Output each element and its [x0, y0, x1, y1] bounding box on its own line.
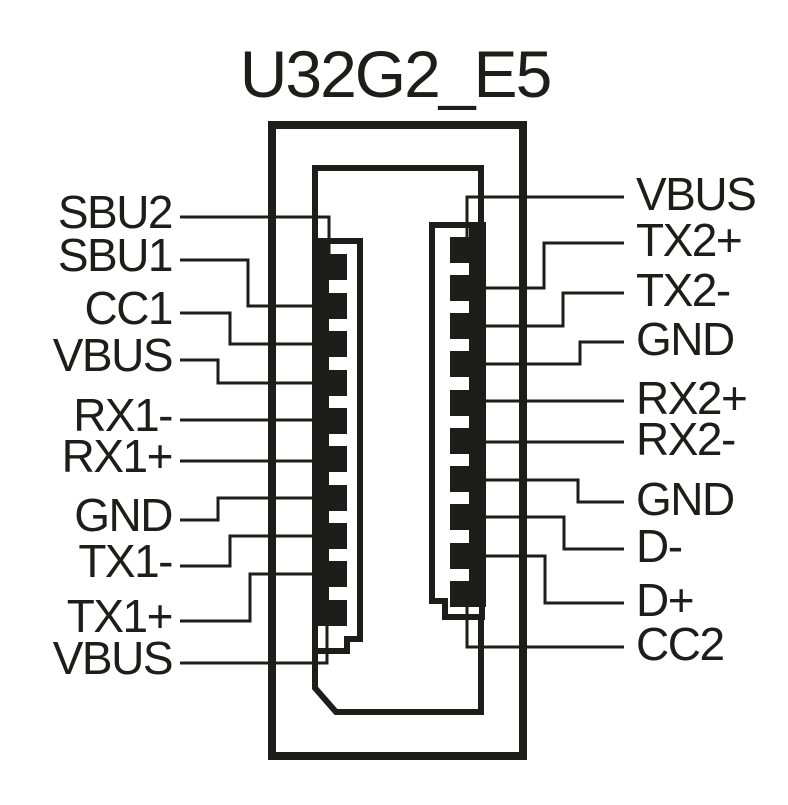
left-pin-labels: SBU2 SBU1 CC1 VBUS RX1- RX1+ GND TX1- TX… — [53, 186, 174, 684]
wire-right-vbus — [465, 195, 624, 248]
wire-right-gnd-bottom — [462, 478, 624, 504]
left-pin-strip — [312, 238, 363, 654]
diagram-title: U32G2_E5 — [240, 37, 551, 111]
pin-label-right-gnd-top: GND — [636, 313, 734, 365]
wire-left-tx1-minus — [180, 534, 335, 568]
pin-label-right-tx2-plus: TX2+ — [636, 214, 741, 266]
pin-label-left-sbu2: SBU2 — [58, 186, 172, 238]
pin-label-left-gnd: GND — [74, 489, 172, 541]
pin-label-right-rx2-plus: RX2+ — [636, 372, 746, 424]
pin-label-left-vbus-bottom: VBUS — [53, 632, 172, 684]
wire-left-vbus-top — [180, 358, 335, 385]
pin-label-left-rx1-plus: RX1+ — [62, 430, 172, 482]
pin-label-right-tx2-minus: TX2- — [636, 264, 730, 316]
wire-right-d-minus — [462, 515, 624, 551]
wire-right-tx2-plus — [462, 241, 624, 290]
wire-right-d-plus — [462, 554, 624, 605]
pin-pad-left-10 — [312, 600, 347, 626]
right-pin-wires — [462, 195, 624, 649]
pin-label-right-d-minus: D- — [636, 520, 682, 572]
wire-left-sbu2 — [180, 215, 331, 262]
wire-left-gnd — [180, 496, 335, 522]
wire-left-sbu1 — [180, 258, 335, 308]
left-pin-wires — [180, 215, 335, 665]
pin-label-left-tx1-minus: TX1- — [78, 535, 172, 587]
pin-pad-left-6 — [312, 446, 347, 472]
pin-label-right-cc2: CC2 — [636, 618, 724, 670]
pin-label-right-d-plus: D+ — [636, 574, 693, 626]
right-pin-strip — [429, 222, 486, 620]
pin-label-left-vbus-top: VBUS — [53, 329, 172, 381]
pin-label-right-gnd-bottom: GND — [636, 473, 734, 525]
wire-right-gnd-top — [462, 340, 624, 366]
wire-right-cc2 — [465, 592, 624, 649]
wire-right-tx2-minus — [462, 291, 624, 328]
pin-label-right-vbus: VBUS — [636, 168, 755, 220]
pin-pad-right-5 — [450, 390, 486, 416]
wire-left-cc1 — [180, 311, 335, 346]
pin-label-right-rx2-minus: RX2- — [636, 413, 735, 465]
pin-label-left-sbu1: SBU1 — [58, 229, 172, 281]
pin-label-left-tx1-plus: TX1+ — [67, 590, 172, 642]
right-pin-labels: VBUS TX2+ TX2- GND RX2+ RX2- GND D- D+ C… — [636, 168, 757, 670]
pin-label-left-rx1-minus: RX1- — [73, 389, 172, 441]
wire-left-vbus-bottom — [180, 616, 329, 665]
wire-left-tx1-plus — [180, 572, 335, 623]
pin-label-left-cc1: CC1 — [84, 282, 172, 334]
